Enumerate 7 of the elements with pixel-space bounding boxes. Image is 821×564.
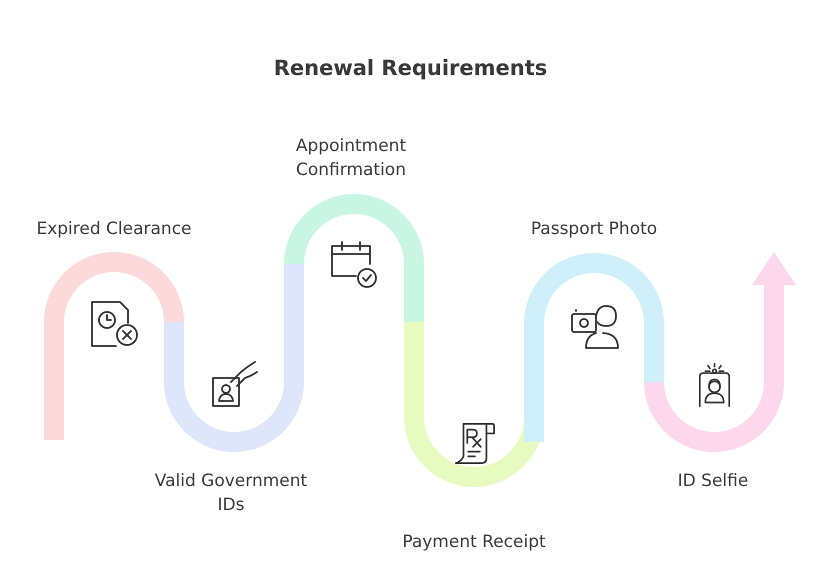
step-label: Valid Government IDs [154, 470, 308, 517]
step-label: Payment Receipt [401, 531, 547, 554]
step-label: Expired Clearance [35, 218, 193, 241]
step-label: ID Selfie [676, 470, 750, 493]
title: Renewal Requirements [272, 55, 548, 82]
step-label: Appointment Confirmation [294, 135, 408, 182]
step-label: Passport Photo [530, 218, 658, 241]
